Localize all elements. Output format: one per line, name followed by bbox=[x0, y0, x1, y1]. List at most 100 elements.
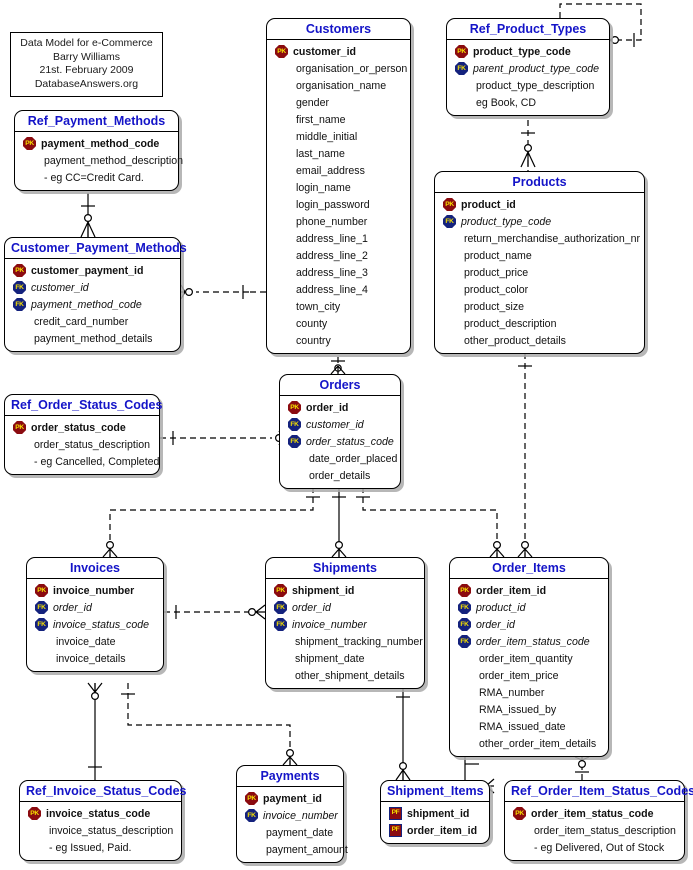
attribute-label: eg Book, CD bbox=[476, 96, 537, 109]
attribute-label: payment_id bbox=[263, 792, 322, 805]
attribute-label: payment_date bbox=[266, 826, 334, 839]
attribute-row: other_shipment_details bbox=[270, 667, 420, 684]
key-badge-pk-icon: PK bbox=[271, 45, 292, 58]
attribute-row: product_size bbox=[439, 298, 640, 315]
attribute-label: login_password bbox=[296, 198, 370, 211]
attribute-label: RMA_issued_date bbox=[479, 720, 566, 733]
badge-pk: PK bbox=[35, 584, 48, 597]
key-badge-fk-icon: FK bbox=[9, 298, 30, 311]
attribute-row: PK customer_id bbox=[271, 43, 406, 60]
attribute-label: order_item_price bbox=[479, 669, 559, 682]
attribute-label: organisation_name bbox=[296, 79, 387, 92]
entity-title-orders: Orders bbox=[280, 375, 400, 396]
attribute-label: other_order_item_details bbox=[479, 737, 597, 750]
badge-fk: FK bbox=[458, 635, 471, 648]
badge-pk: PK bbox=[23, 137, 36, 150]
attribute-row: shipment_date bbox=[270, 650, 420, 667]
attribute-label: country bbox=[296, 334, 331, 347]
attribute-label: order_id bbox=[53, 601, 92, 614]
badge-pf: PF bbox=[389, 807, 402, 820]
attribute-row: country bbox=[271, 332, 406, 349]
attribute-row: middle_initial bbox=[271, 128, 406, 145]
attribute-label: customer_id bbox=[31, 281, 89, 294]
attribute-row: product_name bbox=[439, 247, 640, 264]
badge-pk: PK bbox=[455, 45, 468, 58]
key-badge-pk-icon: PK bbox=[451, 45, 472, 58]
badge-pk: PK bbox=[275, 45, 288, 58]
attribute-label: invoice_number bbox=[263, 809, 338, 822]
attribute-row: - eg Issued, Paid. bbox=[24, 839, 177, 856]
attribute-row: payment_amount bbox=[241, 841, 348, 858]
attribute-label: other_product_details bbox=[464, 334, 566, 347]
key-badge-pf-icon: PF bbox=[385, 807, 406, 820]
attribute-label: return_merchandise_authorization_nr bbox=[464, 232, 641, 245]
attribute-label: customer_id bbox=[293, 45, 356, 58]
attribute-row: other_order_item_details bbox=[454, 735, 604, 752]
attribute-label: last_name bbox=[296, 147, 345, 160]
link-ref-invoice-status-codes-invoices bbox=[87, 682, 103, 780]
entity-title-ref_order_status_codes: Ref_Order_Status_Codes bbox=[5, 395, 162, 416]
key-badge-pk-icon: PK bbox=[24, 807, 45, 820]
attribute-row: invoice_date bbox=[31, 633, 159, 650]
badge-pk: PK bbox=[28, 807, 41, 820]
link-invoices-shipments bbox=[164, 604, 266, 620]
key-badge-fk-icon: FK bbox=[454, 635, 475, 648]
badge-fk: FK bbox=[458, 618, 471, 631]
link-customers-customer-payment-methods bbox=[180, 284, 266, 300]
attribute-label: product_id bbox=[461, 198, 516, 211]
attribute-row: order_item_status_description bbox=[509, 822, 680, 839]
attribute-label: order_status_description bbox=[34, 438, 151, 451]
key-badge-pk-icon: PK bbox=[270, 584, 291, 597]
attribute-label: organisation_or_person bbox=[296, 62, 408, 75]
badge-fk: FK bbox=[274, 601, 287, 614]
attribute-row: order_item_quantity bbox=[454, 650, 604, 667]
badge-fk: FK bbox=[288, 435, 301, 448]
attribute-row: RMA_issued_by bbox=[454, 701, 604, 718]
attribute-label: - eg Delivered, Out of Stock bbox=[534, 841, 665, 854]
attribute-label: shipment_date bbox=[295, 652, 365, 665]
link-products-order-items bbox=[517, 353, 533, 558]
key-badge-pk-icon: PK bbox=[31, 584, 52, 597]
attribute-label: order_item_quantity bbox=[479, 652, 573, 665]
attribute-label: order_id bbox=[292, 601, 331, 614]
attribute-row: login_password bbox=[271, 196, 406, 213]
attribute-row: FK order_id bbox=[454, 616, 604, 633]
badge-pk: PK bbox=[513, 807, 526, 820]
attribute-row: first_name bbox=[271, 111, 406, 128]
attribute-label: order_id bbox=[476, 618, 515, 631]
attribute-label: shipment_id bbox=[407, 807, 470, 820]
attribute-label: address_line_4 bbox=[296, 283, 368, 296]
attribute-label: - eg Cancelled, Completed bbox=[34, 455, 160, 468]
key-badge-fk-icon: FK bbox=[451, 62, 472, 75]
attribute-label: invoice_status_description bbox=[49, 824, 174, 837]
